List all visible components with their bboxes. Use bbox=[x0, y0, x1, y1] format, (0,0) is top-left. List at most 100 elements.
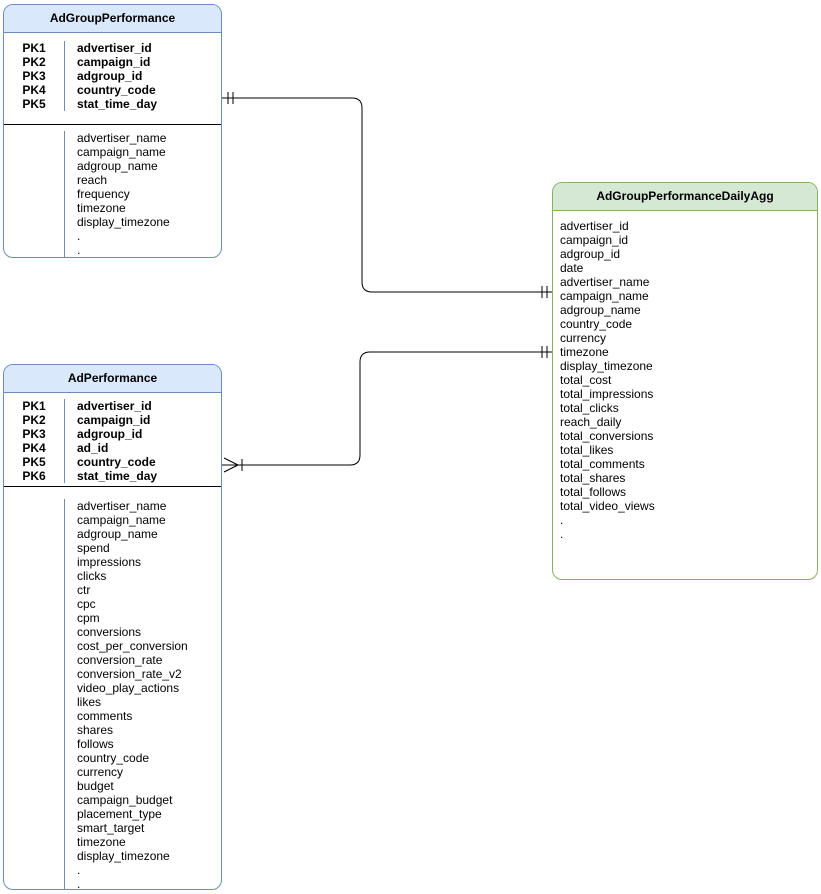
attribute-name: total_shares bbox=[560, 471, 626, 485]
crow-foot-many-marker bbox=[223, 457, 243, 473]
pk-label: PK3 bbox=[22, 69, 46, 83]
attribute-name: conversion_rate_v2 bbox=[77, 667, 182, 681]
attribute-name: country_code bbox=[560, 317, 633, 331]
entity-title: AdGroupPerformanceDailyAgg bbox=[553, 183, 817, 211]
attribute-name: follows bbox=[77, 737, 114, 751]
attribute-name: advertiser_name bbox=[77, 499, 167, 513]
cardinality-one-and-only-one-marker bbox=[541, 286, 548, 298]
entity-title: AdPerformance bbox=[4, 365, 221, 393]
pk-field-name: country_code bbox=[77, 83, 156, 97]
pk-label: PK3 bbox=[22, 427, 46, 441]
attribute-name: cpm bbox=[77, 611, 100, 625]
attribute-name: adgroup_id bbox=[560, 247, 621, 261]
attribute-name: campaign_name bbox=[77, 513, 166, 527]
attribute-name: advertiser_id bbox=[560, 219, 629, 233]
attribute-name: spend bbox=[77, 541, 110, 555]
attribute-name: frequency bbox=[77, 187, 130, 201]
attribute-name: smart_target bbox=[77, 821, 145, 835]
pk-label: PK1 bbox=[22, 41, 46, 55]
attribute-name: total_clicks bbox=[560, 401, 619, 415]
attribute-name: budget bbox=[77, 779, 114, 793]
relationship-adperformance-dailyagg[interactable] bbox=[222, 346, 552, 473]
attribute-name: video_play_actions bbox=[77, 681, 180, 695]
attribute-name: placement_type bbox=[77, 807, 162, 821]
attribute-name: total_cost bbox=[560, 373, 612, 387]
pk-field-name: advertiser_id bbox=[77, 399, 152, 413]
pk-label: PK4 bbox=[22, 83, 46, 97]
pk-label: PK5 bbox=[22, 455, 46, 469]
attribute-name: shares bbox=[77, 723, 114, 737]
pk-label: PK4 bbox=[22, 441, 46, 455]
pk-field-name: adgroup_id bbox=[77, 69, 143, 83]
cardinality-one-and-only-one-marker bbox=[227, 92, 234, 104]
pk-label: PK2 bbox=[22, 55, 46, 69]
attribute-name: timezone bbox=[77, 201, 126, 215]
attribute-name: cost_per_conversion bbox=[77, 639, 188, 653]
attribute-name: adgroup_name bbox=[77, 159, 158, 173]
attribute-name: . bbox=[560, 513, 564, 527]
attribute-name: advertiser_name bbox=[77, 131, 167, 145]
attribute-name: timezone bbox=[77, 835, 126, 849]
pk-field-name: ad_id bbox=[77, 441, 109, 455]
connector-line[interactable] bbox=[222, 351, 552, 466]
attribute-name: adgroup_name bbox=[560, 303, 641, 317]
entity-title: AdGroupPerformance bbox=[4, 5, 221, 33]
attribute-name: clicks bbox=[77, 569, 107, 583]
pk-field-name: country_code bbox=[77, 455, 156, 469]
pk-field-name: stat_time_day bbox=[77, 469, 158, 483]
attribute-name: total_likes bbox=[560, 443, 614, 457]
pk-label-column-empty bbox=[4, 499, 65, 889]
attribute-name: adgroup_name bbox=[77, 527, 158, 541]
attribute-name: currency bbox=[560, 331, 607, 345]
attribute-name: . bbox=[77, 863, 81, 877]
attribute-name: display_timezone bbox=[77, 215, 170, 229]
pk-label-column-empty bbox=[4, 131, 65, 257]
attribute-name: campaign_name bbox=[560, 289, 649, 303]
pk-field-name: stat_time_day bbox=[77, 97, 158, 111]
attribute-name: display_timezone bbox=[77, 849, 170, 863]
pk-label: PK5 bbox=[22, 97, 46, 111]
relationship-adgroupperformance-dailyagg[interactable] bbox=[222, 92, 552, 298]
pk-label: PK6 bbox=[22, 469, 46, 483]
pk-field-name: adgroup_id bbox=[77, 427, 143, 441]
attribute-name: reach_daily bbox=[560, 415, 622, 429]
attribute-name: total_conversions bbox=[560, 429, 654, 443]
attribute-name: campaign_name bbox=[77, 145, 166, 159]
attribute-name: . bbox=[77, 229, 81, 243]
pk-field-name: campaign_id bbox=[77, 413, 151, 427]
attribute-name: cpc bbox=[77, 597, 96, 611]
attribute-name: impressions bbox=[77, 555, 142, 569]
attribute-name: ctr bbox=[77, 583, 91, 597]
attribute-name: advertiser_name bbox=[560, 275, 650, 289]
attribute-name: campaign_id bbox=[560, 233, 629, 247]
attribute-name: total_follows bbox=[560, 485, 627, 499]
entity-adgroupperformancedailyagg[interactable]: AdGroupPerformanceDailyAgg advertiser_id… bbox=[552, 182, 818, 580]
connector-line[interactable] bbox=[222, 97, 552, 293]
pk-label: PK2 bbox=[22, 413, 46, 427]
attribute-name: total_comments bbox=[560, 457, 645, 471]
attribute-name: comments bbox=[77, 709, 133, 723]
attribute-name: reach bbox=[77, 173, 108, 187]
attribute-name: . bbox=[77, 877, 81, 890]
attribute-name: . bbox=[77, 243, 81, 257]
attribute-name: likes bbox=[77, 695, 102, 709]
attribute-name: conversion_rate bbox=[77, 653, 163, 667]
cardinality-one-and-only-one-marker bbox=[541, 346, 548, 358]
attribute-name: currency bbox=[77, 765, 124, 779]
attribute-name: total_impressions bbox=[560, 387, 654, 401]
attribute-name: . bbox=[560, 527, 564, 541]
